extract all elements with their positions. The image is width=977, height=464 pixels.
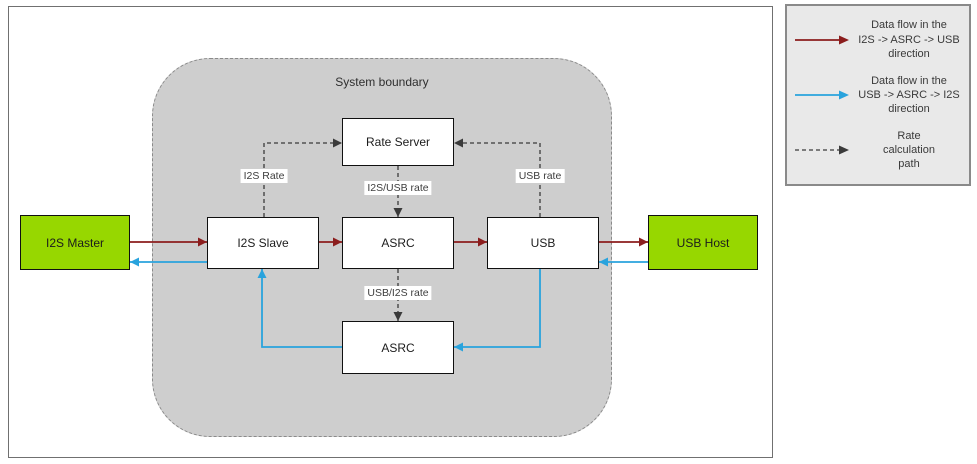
node-asrc-bottom: ASRC bbox=[342, 321, 454, 374]
node-i2s-master: I2S Master bbox=[20, 215, 130, 270]
node-rate-server: Rate Server bbox=[342, 118, 454, 166]
node-i2s-slave-label: I2S Slave bbox=[237, 236, 289, 250]
node-usb-label: USB bbox=[530, 236, 556, 250]
forward-flow-arrow-icon bbox=[791, 34, 853, 46]
legend-item-flow-i2s-to-usb: Data flow in the I2S -> ASRC -> USB dire… bbox=[791, 18, 965, 61]
legend-item-rate-calculation-path: Rate calculation path bbox=[791, 129, 965, 172]
node-asrc-top-label: ASRC bbox=[381, 236, 415, 250]
node-usb: USB bbox=[487, 217, 599, 269]
node-rate-server-label: Rate Server bbox=[365, 135, 431, 149]
legend: Data flow in the I2S -> ASRC -> USB dire… bbox=[785, 4, 971, 186]
node-asrc-bottom-label: ASRC bbox=[381, 340, 415, 355]
legend-item-flow-usb-to-i2s: Data flow in the USB -> ASRC -> I2S dire… bbox=[791, 74, 965, 117]
edge-label-i2s-usb-rate: I2S/USB rate bbox=[364, 181, 432, 195]
edge-label-usb-rate: USB rate bbox=[515, 169, 565, 183]
edge-label-i2s-rate: I2S Rate bbox=[240, 169, 288, 183]
edge-label-usb-i2s-rate: USB/I2S rate bbox=[364, 286, 432, 300]
system-boundary-label: System boundary bbox=[335, 75, 429, 89]
legend-label-flow-i2s-to-usb: Data flow in the I2S -> ASRC -> USB dire… bbox=[858, 19, 960, 60]
legend-label-rate-calculation-path: Rate calculation path bbox=[883, 129, 935, 171]
node-i2s-slave: I2S Slave bbox=[207, 217, 319, 269]
node-usb-host: USB Host bbox=[648, 215, 758, 270]
legend-label-flow-usb-to-i2s: Data flow in the USB -> ASRC -> I2S dire… bbox=[858, 74, 960, 116]
rate-path-arrow-icon bbox=[791, 144, 853, 156]
node-asrc-top: ASRC bbox=[342, 217, 454, 269]
reverse-flow-arrow-icon bbox=[791, 89, 853, 101]
node-i2s-master-label: I2S Master bbox=[45, 235, 105, 250]
node-usb-host-label: USB Host bbox=[676, 235, 730, 250]
